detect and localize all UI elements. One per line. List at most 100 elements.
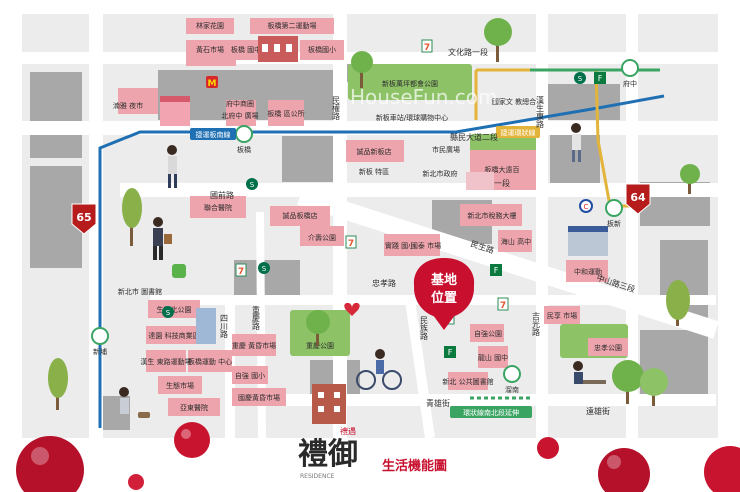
roads xyxy=(22,14,719,439)
school-1 xyxy=(186,18,234,34)
school-4 xyxy=(228,40,264,60)
map-subtitle: 生活機能圖 xyxy=(382,458,447,474)
school-3 xyxy=(186,40,236,66)
school-19 xyxy=(544,306,580,324)
place-p21: 聯合醫院 xyxy=(204,203,232,212)
svg-text:7: 7 xyxy=(348,239,354,249)
place-p9: 湳雅 夜市 xyxy=(113,101,143,110)
school-2 xyxy=(250,18,334,34)
svg-text:新埔: 新埔 xyxy=(93,347,107,356)
tree-icon xyxy=(351,51,373,88)
place-labels: 林家花園 板橋第二運動場 黃石市場 板橋 國中 板橋國小 新板萬坪都會公園 國家… xyxy=(113,21,622,412)
school-13 xyxy=(300,226,344,246)
place-p12: 板橋 區公所 xyxy=(267,109,304,118)
building-icons xyxy=(160,36,608,424)
dog-walker-icon xyxy=(119,387,150,418)
tree-icon xyxy=(666,280,690,326)
svg-text:板橋: 板橋 xyxy=(237,145,251,154)
place-p39: 重慶公園 xyxy=(306,341,334,350)
family-mart-icon: F xyxy=(444,346,456,358)
place-p7: 新板萬坪都會公園 xyxy=(382,79,438,88)
road-chuli: 忠孝路 xyxy=(372,278,396,288)
place-p24: 新北市稅務大樓 xyxy=(468,211,517,220)
school-11 xyxy=(190,196,246,218)
site-label-line1: 基地 xyxy=(430,272,457,288)
svg-text:64: 64 xyxy=(630,191,646,204)
kid-icon xyxy=(172,264,186,278)
school-6 xyxy=(118,88,158,114)
place-p8: 國家文 教總合 xyxy=(492,97,536,106)
tree-icon xyxy=(680,164,700,194)
place-p2: 板橋第二運動場 xyxy=(268,21,317,30)
place-p18: 板橋大遠百 xyxy=(485,165,520,174)
place-p38: 亞東醫院 xyxy=(180,403,208,412)
place-p27: 實踐 國小 xyxy=(385,241,415,250)
school-22 xyxy=(146,350,186,372)
future-line-pill xyxy=(450,406,532,418)
site-label-line2: 位置 xyxy=(431,290,457,306)
tree-icon xyxy=(484,18,512,62)
person-icons xyxy=(119,123,606,418)
svg-text:M: M xyxy=(208,79,217,89)
road-guoqian: 國前路 xyxy=(210,190,234,200)
place-p16: 新板 特區 xyxy=(359,167,389,176)
svg-text:S: S xyxy=(578,75,583,83)
road-minguan: 民權路 xyxy=(332,96,341,120)
svg-text:板新: 板新 xyxy=(607,219,621,228)
road-minzu: 民族路 xyxy=(420,316,429,340)
station-xinpu: 新埔 xyxy=(91,327,109,356)
place-p37: 生態市場 xyxy=(166,381,194,390)
svg-text:7: 7 xyxy=(238,267,244,277)
road-hanchun: 漢生東路 xyxy=(536,95,545,128)
jogger-person-icon xyxy=(571,123,581,162)
hall-building-icon xyxy=(258,36,298,62)
place-p25: 介壽公園 xyxy=(308,233,336,242)
place-p30: 中和運動 xyxy=(574,267,602,276)
blue-building-icon xyxy=(196,308,216,344)
school-16 xyxy=(460,204,522,226)
station-linan: 溜南 xyxy=(503,365,521,394)
svg-text:F: F xyxy=(448,348,453,357)
school-27 xyxy=(232,366,268,384)
place-p31: 新北市 圖書館 xyxy=(118,287,162,296)
place-p4: 板橋 國中 xyxy=(231,45,261,54)
station-fuzhong: 府中 xyxy=(621,59,639,88)
cyclist-icon xyxy=(356,349,402,390)
place-p29: 海山 高中 xyxy=(501,237,531,246)
school-9 xyxy=(346,140,404,162)
brand-small: 禮遇 xyxy=(340,426,356,436)
brand-english: RESIDENCE xyxy=(300,473,335,480)
park-wanping xyxy=(348,64,472,100)
school-26 xyxy=(232,334,276,356)
place-p1: 林家花園 xyxy=(196,21,224,30)
brand-title: 禮御 xyxy=(298,437,358,472)
place-p32: 生態北公園 xyxy=(157,305,192,314)
walking-person-icon xyxy=(167,145,177,188)
svg-text:7: 7 xyxy=(424,43,430,53)
road-qingshui: 青雄街 xyxy=(426,398,450,408)
school-12 xyxy=(270,206,330,226)
starbucks-icon: S xyxy=(246,178,258,190)
school-30 xyxy=(478,346,508,368)
place-p3: 黃石市場 xyxy=(196,45,224,54)
place-p14: 誠品新板店 xyxy=(357,147,392,156)
station-banqiao: 板橋 xyxy=(235,125,253,154)
seven-eleven-icon: 7 xyxy=(345,235,357,249)
svg-text:C: C xyxy=(584,203,589,211)
svg-text:F: F xyxy=(494,266,499,275)
seven-eleven-icon: 7 xyxy=(421,39,433,53)
svg-text:F: F xyxy=(598,74,603,83)
place-p40: 自強公園 xyxy=(474,329,502,338)
place-p45: 自強 國小 xyxy=(235,371,265,380)
road-sichuan: 四川路 xyxy=(220,314,229,338)
tree-icon xyxy=(122,188,142,246)
svg-text:環狀線南北段延伸: 環狀線南北段延伸 xyxy=(463,408,519,417)
road-yuancheng: 遠雄街 xyxy=(586,406,610,416)
school-14 xyxy=(384,234,412,256)
svg-text:捷運板南線: 捷運板南線 xyxy=(196,130,231,139)
road-wenhua: 文化路一段 xyxy=(448,47,488,57)
mrt-stations: 板橋 新埔 府中 板新 溜南 xyxy=(91,59,639,394)
starbucks-icon: S xyxy=(258,262,270,274)
tree-icon xyxy=(640,368,668,406)
